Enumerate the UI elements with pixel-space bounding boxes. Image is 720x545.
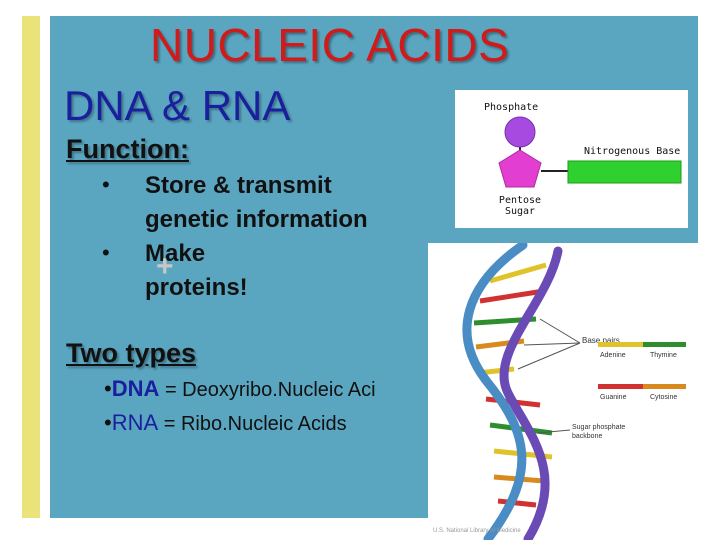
function-item-make: Make proteins!: [145, 237, 248, 305]
rung: [479, 288, 545, 304]
base-label: Nitrogenous Base: [584, 146, 680, 157]
slide-subtitle: DNA & RNA: [64, 82, 291, 129]
pointer-line: [517, 342, 581, 370]
thymine-label: Thymine: [650, 352, 677, 359]
type-abbr-rna: RNA: [111, 410, 159, 435]
sugar-pentagon: [498, 149, 542, 188]
rung: [489, 262, 547, 284]
type-abbr-dna: DNA: [111, 376, 160, 401]
backbone-label: backbone: [572, 433, 602, 440]
sugar-label: Sugar: [505, 206, 535, 217]
pointer-line: [537, 429, 571, 434]
backbone-label: Sugar phosphate: [572, 424, 625, 431]
type-dna: •DNA = Deoxyribo.Nucleic Aci: [104, 376, 376, 402]
plus-icon: +: [156, 250, 174, 283]
slide-title: NUCLEIC ACIDS: [150, 19, 510, 71]
function-item-store: Store & transmit genetic information: [145, 169, 368, 237]
helix-svg: Base pairs Adenine Thymine Guanine Cytos…: [433, 240, 686, 544]
function-item-line: Store & transmit: [145, 172, 332, 199]
bullet-marker: •: [104, 410, 112, 435]
backbone-strand: [499, 246, 563, 544]
function-heading: Function:: [66, 134, 189, 164]
types-heading: Two types: [66, 338, 197, 368]
guanine-label: Guanine: [600, 394, 627, 401]
base-pairs-label: Base pairs: [582, 336, 620, 345]
adenine-bar: [598, 342, 686, 347]
phosphate-label: Phosphate: [484, 102, 538, 113]
pointer-line: [523, 342, 581, 346]
type-full-dna: = Deoxyribo.Nucleic Aci: [164, 379, 376, 401]
bullet-marker: •: [104, 376, 112, 401]
bullet-marker: •: [102, 172, 110, 197]
accent-bar: [22, 16, 40, 518]
phosphate-circle: [504, 116, 536, 148]
adenine-label: Adenine: [600, 352, 626, 359]
rung: [489, 422, 553, 436]
cytosine-label: Cytosine: [650, 394, 677, 401]
image-credit: U.S. National Library of Medicine: [433, 528, 521, 534]
guanine-bar: [598, 384, 686, 389]
function-item-line: proteins!: [145, 274, 248, 301]
type-rna: •RNA = Ribo.Nucleic Acids: [104, 410, 347, 436]
bullet-marker: •: [102, 240, 110, 265]
type-full-rna: = Ribo.Nucleic Acids: [163, 413, 347, 435]
pointer-line: [539, 318, 581, 344]
backbone-strand: [462, 240, 528, 544]
nucleotide-diagram: Phosphate Nitrogenous Base Pentose Sugar: [455, 90, 688, 228]
dna-helix-diagram: Base pairs Adenine Thymine Guanine Cytos…: [428, 240, 704, 544]
rung: [497, 498, 537, 508]
thymine-bar: [643, 342, 686, 347]
sugar-label: Pentose: [499, 195, 541, 206]
function-item-line: genetic information: [145, 206, 368, 233]
function-item-line: Make: [145, 240, 206, 267]
base-rectangle: [567, 160, 682, 184]
cytosine-bar: [643, 384, 686, 389]
nucleotide-svg: Phosphate Nitrogenous Base Pentose Sugar: [484, 102, 682, 217]
